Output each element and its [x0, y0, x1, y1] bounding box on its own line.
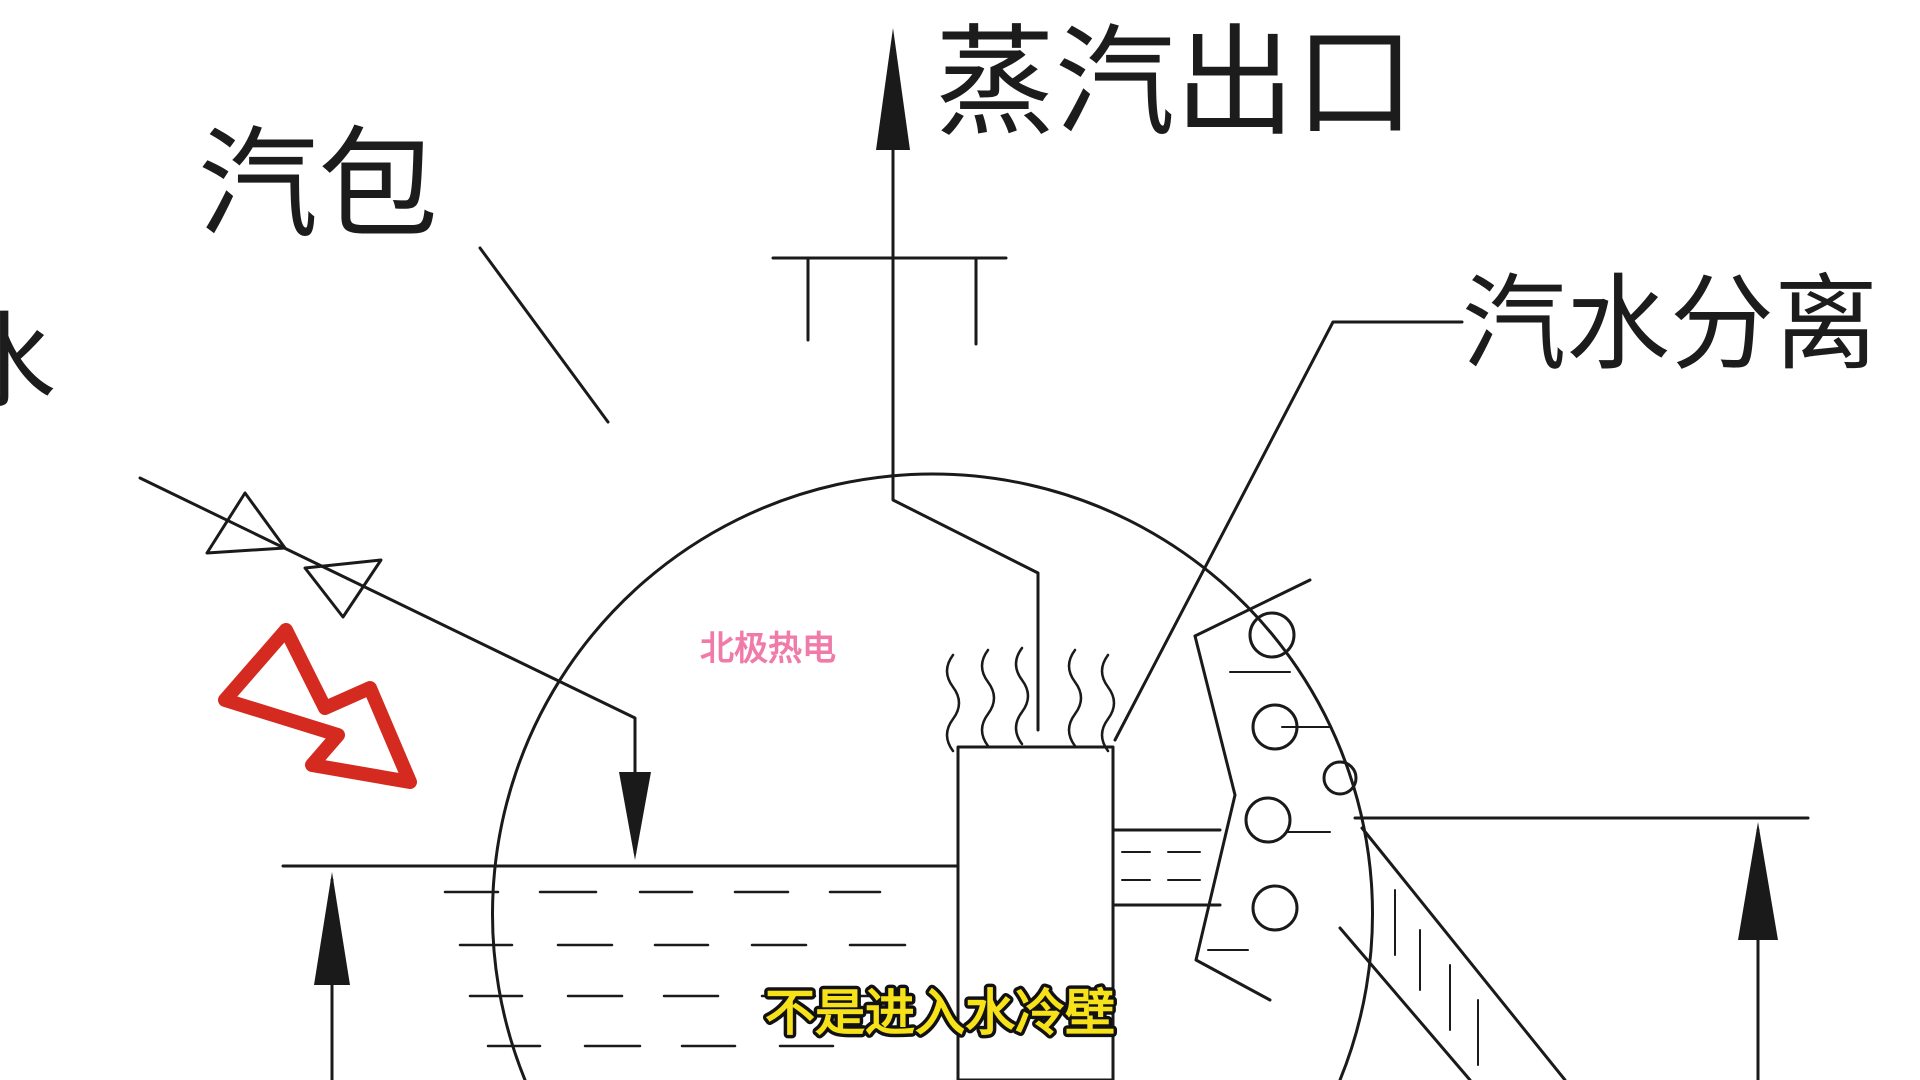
- steam-wisps: [945, 646, 1116, 753]
- drum-shell: [491, 472, 1374, 1080]
- separator-leader-line: [1113, 320, 1464, 742]
- cyclone-section: [1193, 578, 1358, 1002]
- subtitle-caption: 不是进入水冷壁: [765, 984, 1115, 1042]
- left-level-arrow: [314, 872, 350, 985]
- feedwater-arrow: [619, 772, 651, 860]
- separator-box: [956, 745, 1115, 1080]
- red-pointer-arrow: [218, 623, 417, 789]
- label-steam-outlet: 蒸汽出口: [935, 14, 1415, 153]
- downcomer-pipe: [1338, 826, 1567, 1080]
- feedwater-pipe: [138, 476, 637, 854]
- steam-outlet-nozzle: [771, 256, 1008, 346]
- feedwater-valve: [205, 491, 383, 619]
- watermark: 北极热电: [700, 629, 836, 669]
- steam-pipe: [891, 38, 1040, 732]
- label-steam-drum: 汽包: [198, 116, 438, 255]
- drum-leader-line: [478, 246, 610, 424]
- label-separator: 汽水分离: [1462, 263, 1878, 385]
- water-dashes: [443, 890, 910, 1048]
- steam-outlet-arrow: [876, 28, 910, 150]
- right-level-arrow: [1738, 822, 1778, 940]
- label-water-partial: 水: [0, 301, 56, 423]
- separator-outlet-channel: [1111, 828, 1222, 907]
